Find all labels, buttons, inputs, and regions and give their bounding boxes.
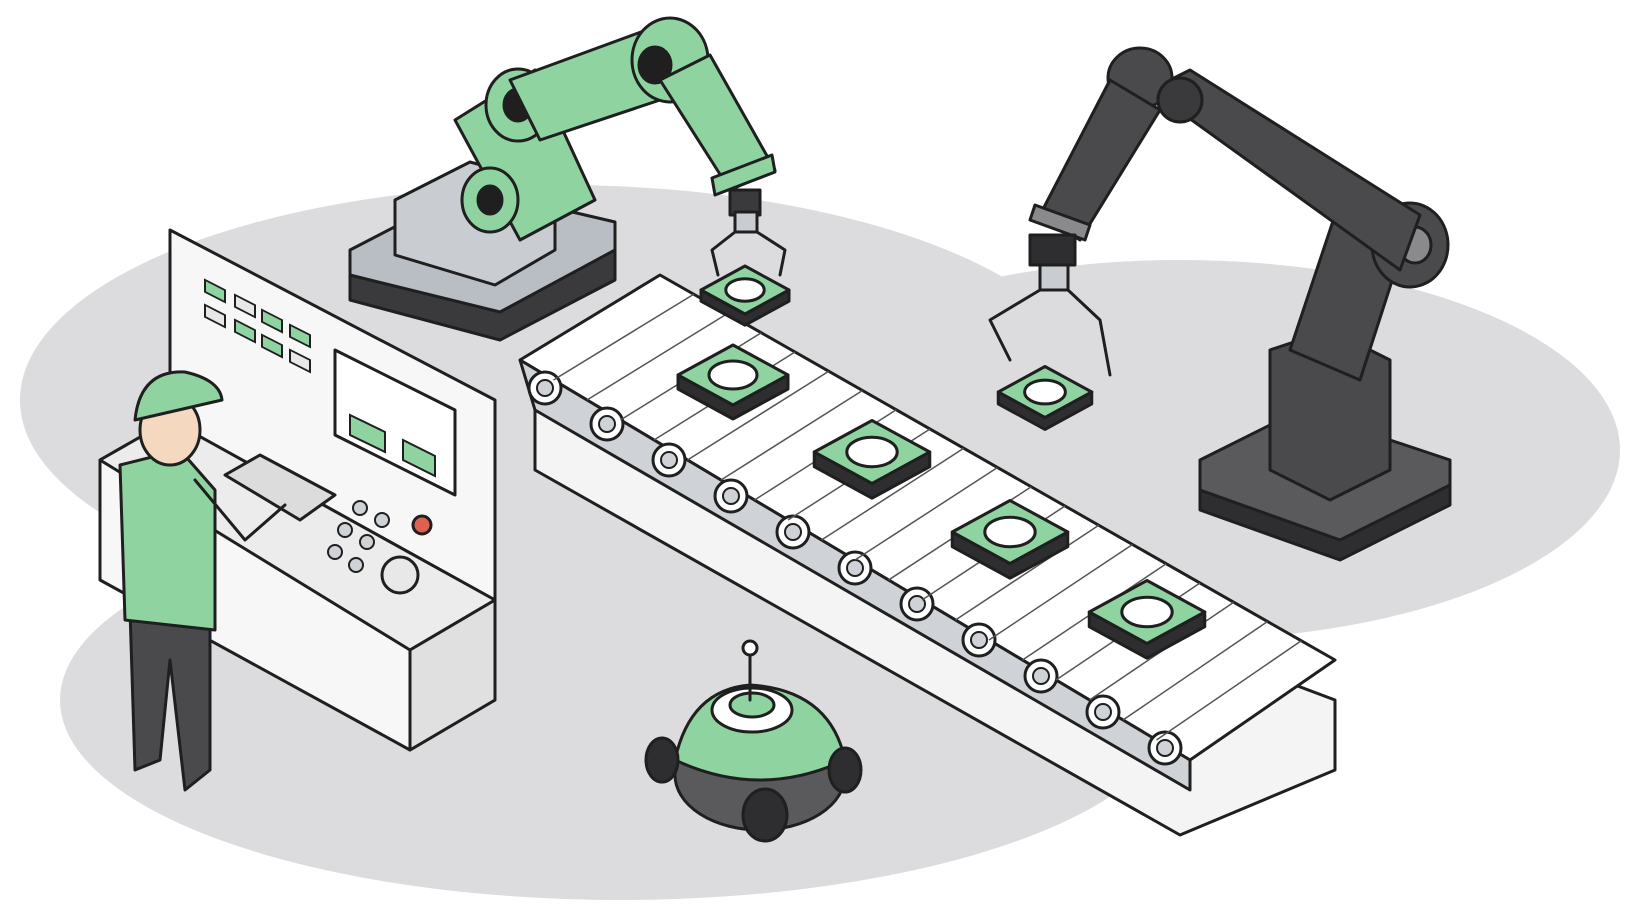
- machined-part: [996, 365, 1094, 431]
- control-button: [327, 544, 343, 560]
- control-button: [337, 522, 353, 538]
- control-button: [352, 500, 368, 516]
- indicator-light: [289, 348, 311, 374]
- belt-slat: [821, 447, 965, 541]
- belt-slat: [955, 524, 1100, 621]
- belt-slat: [988, 543, 1133, 641]
- roller-hub: [722, 487, 740, 505]
- belt-slat: [553, 293, 695, 381]
- belt-slat: [1156, 640, 1302, 741]
- belt-slat: [854, 466, 998, 561]
- roller-hub: [660, 451, 678, 469]
- machined-part: [699, 264, 791, 327]
- mobile-robot: [644, 639, 863, 843]
- roller-hub: [1156, 739, 1174, 757]
- belt-slat: [687, 370, 830, 461]
- roller-hub: [908, 595, 926, 613]
- indicator-light: [261, 333, 283, 359]
- indicator-light: [204, 278, 226, 304]
- belt-slat: [720, 389, 863, 481]
- keyboard-icon: [223, 453, 337, 522]
- roller-hub: [1094, 703, 1112, 721]
- indicator-light: [234, 293, 256, 319]
- roller-hub: [1032, 667, 1050, 685]
- roller-hub: [598, 415, 616, 433]
- dial-knob: [380, 555, 420, 595]
- control-button: [374, 512, 390, 528]
- machined-part: [676, 343, 790, 421]
- control-button: [348, 557, 364, 573]
- indicator-light: [234, 318, 256, 344]
- worker: [118, 370, 287, 792]
- belt-slat: [1122, 620, 1268, 721]
- emergency-stop-button: [411, 514, 433, 536]
- machined-part: [1087, 579, 1207, 660]
- parts: [676, 264, 1207, 660]
- roller-hub: [846, 559, 864, 577]
- belt-slat: [586, 312, 728, 401]
- control-button: [359, 534, 375, 550]
- roller-hub: [536, 379, 554, 397]
- roller-hub: [784, 523, 802, 541]
- dark-robot-arm: [988, 46, 1452, 562]
- indicator-light: [204, 303, 226, 329]
- indicator-light: [289, 323, 311, 349]
- panel-indicator-lights: [204, 278, 390, 573]
- machined-part: [950, 499, 1070, 580]
- roller-hub: [970, 631, 988, 649]
- green-robot-arm: [348, 16, 787, 342]
- indicator-light: [261, 308, 283, 334]
- machined-part: [812, 419, 932, 500]
